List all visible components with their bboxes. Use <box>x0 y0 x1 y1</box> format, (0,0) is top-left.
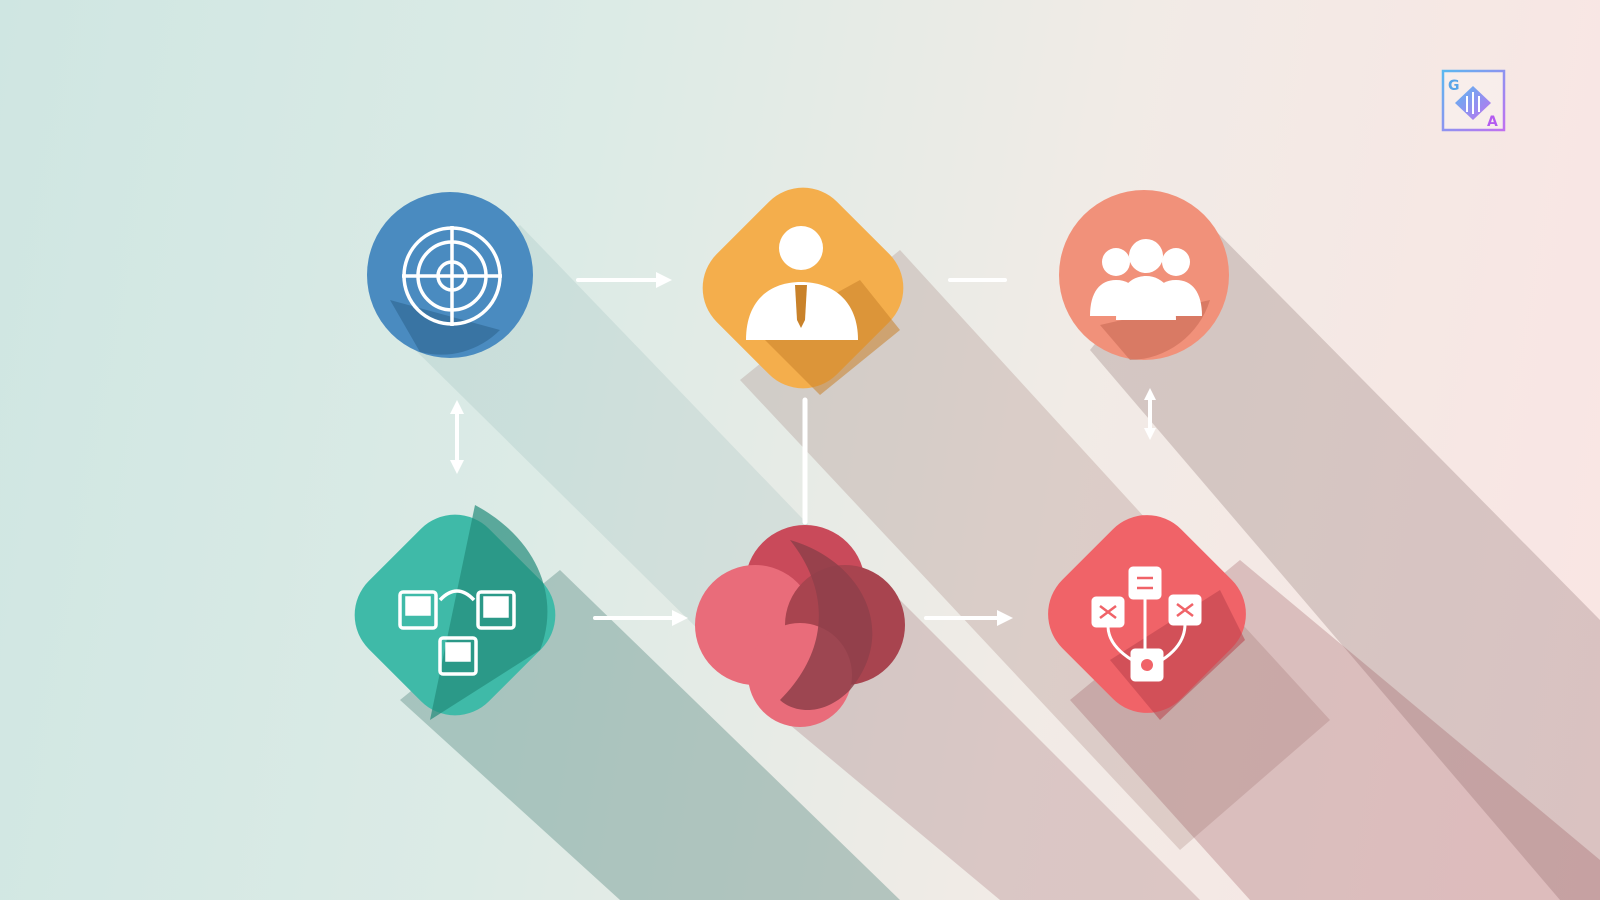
logo-letter-g: G <box>1448 78 1460 94</box>
shadow-person <box>740 250 1330 850</box>
node-person <box>702 187 904 395</box>
person-icon <box>746 226 858 340</box>
node-hierarchy <box>1048 515 1246 720</box>
logo-letter-a: A <box>1487 114 1498 130</box>
team-icon <box>1090 239 1202 320</box>
node-team <box>1059 190 1229 360</box>
arrow-blob-to-hierarchy <box>924 610 1013 626</box>
node-target <box>367 192 533 358</box>
double-arrow-target-devices <box>450 400 464 474</box>
long-shadows <box>395 215 1600 900</box>
devices-icon <box>398 589 516 676</box>
logo: G A <box>1441 69 1506 132</box>
shadow-team <box>1090 215 1600 900</box>
node-devices <box>354 505 556 720</box>
hierarchy-icon <box>1091 566 1202 682</box>
arrow-target-to-person <box>576 272 672 288</box>
arrow-devices-to-blob <box>593 610 688 626</box>
connectors <box>450 272 1156 626</box>
node-blob <box>695 525 905 727</box>
target-icon <box>402 226 502 326</box>
double-arrow-team-hierarchy <box>1144 388 1156 440</box>
